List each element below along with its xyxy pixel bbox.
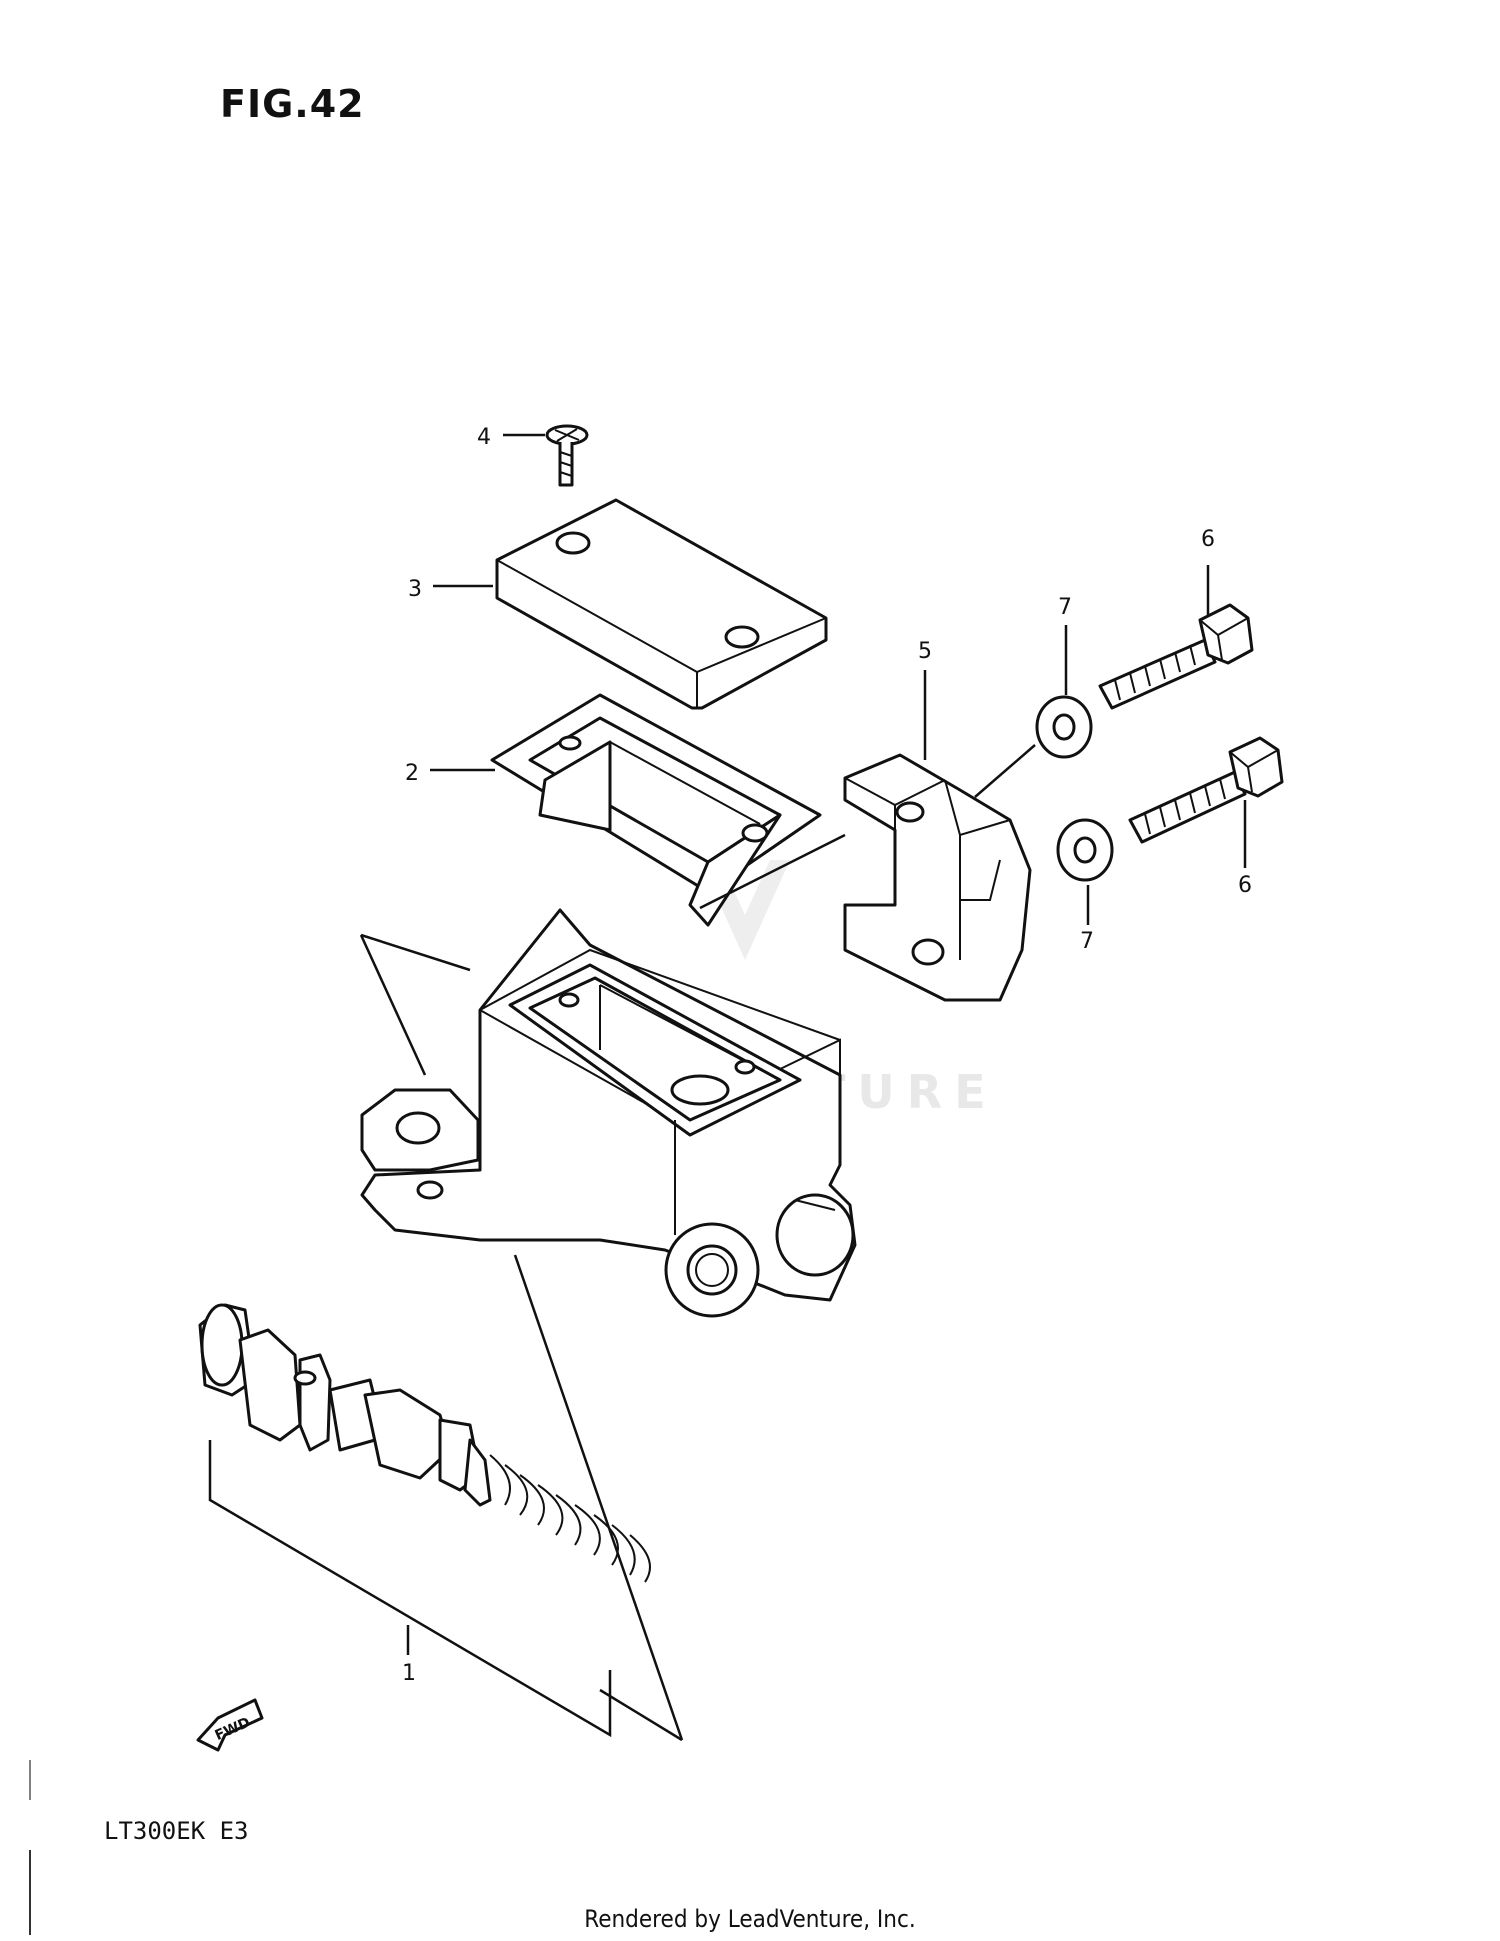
callout-1: 1: [402, 1661, 416, 1686]
callout-6-lower: 6: [1238, 873, 1252, 898]
part-6-bolt-upper[interactable]: [1098, 603, 1254, 710]
callout-6-upper: 6: [1201, 527, 1215, 552]
part-4-screw[interactable]: [545, 424, 589, 487]
callout-7-lower: 7: [1080, 929, 1094, 954]
part-3-cap[interactable]: [495, 498, 828, 710]
part-2-diaphragm[interactable]: [490, 693, 822, 927]
part-7-washer-lower[interactable]: [1056, 818, 1114, 882]
callout-7-upper: 7: [1058, 595, 1072, 620]
callout-5: 5: [918, 639, 932, 664]
callout-2: 2: [405, 761, 419, 786]
part-6-bolt-lower[interactable]: [1128, 736, 1284, 844]
fwd-direction-tag: FWD: [196, 1698, 264, 1752]
part-7-washer-upper[interactable]: [1035, 695, 1093, 759]
part-1-piston-kit[interactable]: [198, 1303, 651, 1583]
figure-title: FIG.42: [220, 82, 365, 126]
part-5-clamp[interactable]: [843, 753, 1032, 1002]
master-cylinder-body[interactable]: [360, 908, 857, 1318]
callout-4: 4: [477, 425, 491, 450]
model-code: LT300EK E3: [104, 1817, 249, 1845]
callouts: 1 2 3 4 5 6 6 7 7: [402, 425, 1252, 1686]
leader-lines: [359, 433, 1247, 1742]
callout-3: 3: [408, 577, 422, 602]
footer-credit: Rendered by LeadVenture, Inc.: [584, 1905, 916, 1933]
bracket-part-1: [208, 1440, 612, 1738]
